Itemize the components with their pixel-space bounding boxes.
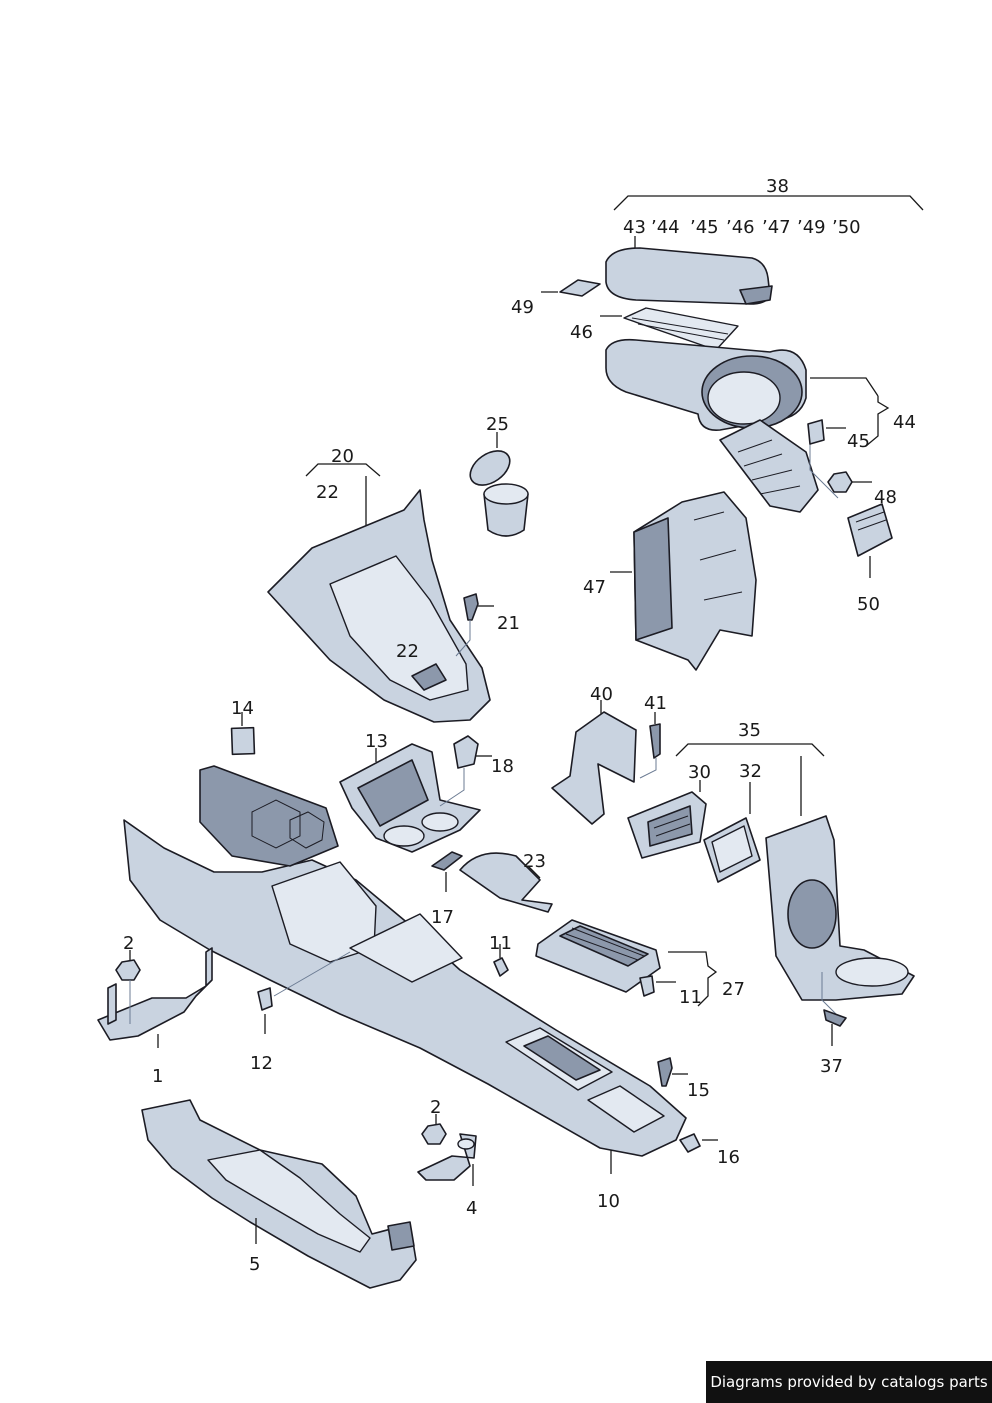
- part-50-cover: [847, 503, 893, 578]
- label-27: 27: [722, 979, 745, 1000]
- label-46: 46: [570, 322, 593, 343]
- label-16: 16: [717, 1147, 740, 1168]
- part-15-screw: [657, 1057, 688, 1087]
- label-22-top: 22: [316, 482, 339, 503]
- part-44-hinge-frame: [719, 419, 839, 513]
- part-23-trim-cap: [459, 852, 553, 913]
- label-48: 48: [874, 487, 897, 508]
- label-2-left: 2: [123, 933, 134, 954]
- label-13: 13: [365, 731, 388, 752]
- label-47: 47: [583, 577, 606, 598]
- label-45-top: ’45: [690, 217, 719, 238]
- part-44-armrest-base: [605, 338, 890, 447]
- part-35-bracket: [675, 743, 825, 816]
- part-46-mesh-pad: [600, 307, 739, 351]
- part-43-armrest-lid: [605, 247, 773, 305]
- part-13-cupholder-module: [339, 743, 481, 853]
- label-11: 11: [679, 987, 702, 1008]
- part-30-vent: [627, 780, 707, 859]
- label-44: 44: [893, 412, 916, 433]
- part-41-screw: [639, 712, 661, 779]
- label-23: 23: [523, 851, 546, 872]
- label-40: 40: [590, 684, 613, 705]
- label-5: 5: [249, 1254, 260, 1275]
- label-14: 14: [231, 698, 254, 719]
- label-46-top: ’46: [726, 217, 755, 238]
- part-25-cup-insert: [469, 432, 529, 537]
- part-20-upper-cover: [267, 489, 491, 723]
- label-44-top: ’44: [651, 217, 680, 238]
- part-14-pad: [230, 712, 256, 756]
- part-47-armrest-support: [610, 491, 757, 671]
- label-2-right: 2: [430, 1097, 441, 1118]
- part-12-clip: [257, 951, 351, 1034]
- label-21: 21: [497, 613, 520, 634]
- part-11-clip-b: [639, 975, 676, 997]
- label-41: 41: [644, 693, 667, 714]
- callout-labels: 38 43 ’44 ’45 ’46 ’47 ’49 ’50 49 46 44 4…: [123, 176, 916, 1275]
- label-35: 35: [738, 720, 761, 741]
- label-15: 15: [687, 1080, 710, 1101]
- label-18: 18: [491, 756, 514, 777]
- part-4-bracket: [417, 1133, 477, 1186]
- label-49: 49: [511, 297, 534, 318]
- label-32: 32: [739, 761, 762, 782]
- part-17-clip: [431, 851, 463, 892]
- label-12: 12: [250, 1053, 273, 1074]
- part-2-nut-b: [421, 1114, 447, 1145]
- part-2-nut-a: [115, 950, 141, 1024]
- label-25: 25: [486, 414, 509, 435]
- label-47-top: ’47: [762, 217, 791, 238]
- part-1-bracket: [97, 947, 213, 1048]
- part-48-nut: [827, 471, 872, 493]
- label-45: 45: [847, 431, 870, 452]
- part-49-clip: [541, 279, 601, 297]
- part-38-bracket: [613, 195, 924, 248]
- label-1: 1: [152, 1066, 163, 1087]
- label-4: 4: [466, 1198, 477, 1219]
- part-11-clip-a: [493, 944, 509, 977]
- label-30: 30: [688, 762, 711, 783]
- part-32-frame: [703, 782, 761, 883]
- part-16-clip: [679, 1133, 718, 1153]
- label-38: 38: [766, 176, 789, 197]
- part-40-bracket: [551, 700, 637, 825]
- label-50-top: ’50: [832, 217, 861, 238]
- label-20: 20: [331, 446, 354, 467]
- label-17: 17: [431, 907, 454, 928]
- label-37: 37: [820, 1056, 843, 1077]
- part-10-main-console: [123, 765, 687, 1174]
- label-11-top: 11: [489, 933, 512, 954]
- part-35-center-panel: [765, 815, 915, 1017]
- part-18-lighter-socket: [439, 735, 492, 807]
- label-50: 50: [857, 594, 880, 615]
- attribution-footer: Diagrams provided by catalogs parts: [706, 1361, 992, 1403]
- part-37-screw: [823, 1009, 847, 1046]
- label-49-top: ’49: [797, 217, 826, 238]
- part-27-storage-tray: [535, 919, 718, 1007]
- part-45-clip: [807, 419, 846, 445]
- label-43: 43: [623, 217, 646, 238]
- part-21-screw: [455, 593, 494, 657]
- label-10: 10: [597, 1191, 620, 1212]
- part-5-air-duct: [141, 1099, 417, 1289]
- label-22: 22: [396, 641, 419, 662]
